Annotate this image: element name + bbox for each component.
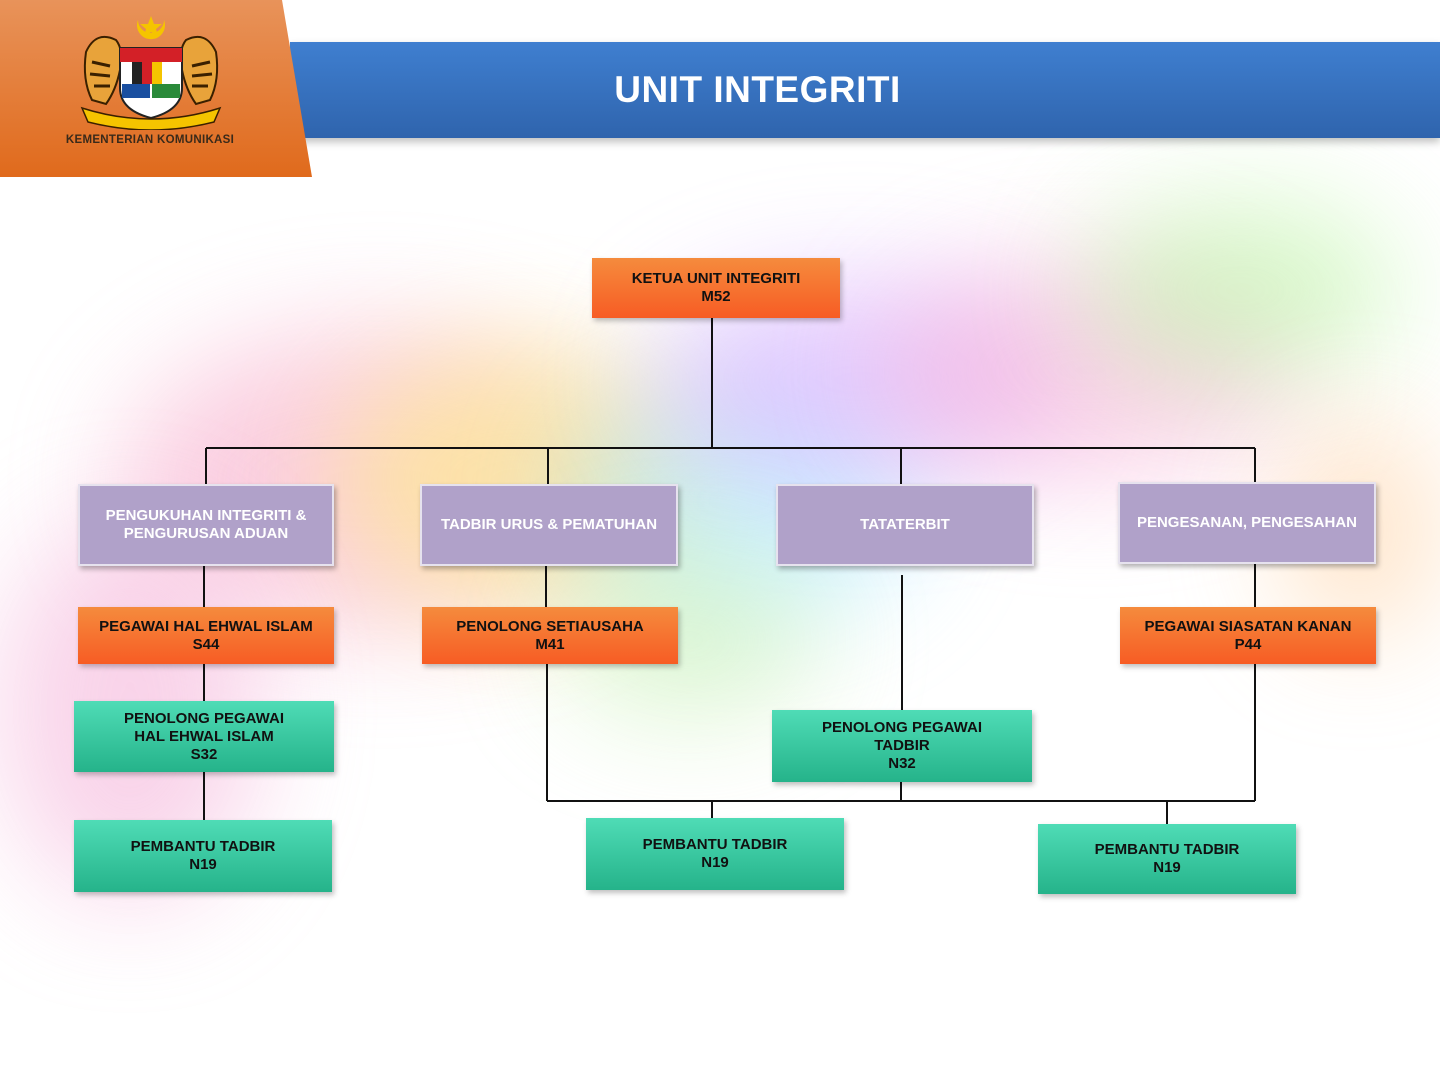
box-title: PENGUKUHAN INTEGRITI & [105,507,307,524]
box-grade: N19 [1153,859,1181,876]
box-grade: S44 [192,635,220,653]
org-box-officer: PEGAWAI SIASATAN KANAN P44 [1120,607,1376,664]
box-grade: N19 [701,854,729,871]
header-bar [290,42,1440,138]
box-title: KETUA UNIT INTEGRITI [631,270,801,287]
box-title: PENGURUSAN ADUAN [123,525,289,542]
box-grade: M52 [701,288,731,305]
box-grade: S32 [190,745,218,763]
org-box-clerk: PEMBANTU TADBIR N19 [586,818,844,890]
org-box-officer: PENOLONG SETIAUSAHA M41 [422,607,678,664]
box-title: HAL EHWAL ISLAM [134,727,274,745]
box-title: PEMBANTU TADBIR [642,836,788,853]
org-box-head: KETUA UNIT INTEGRITI M52 [592,258,840,318]
org-box-division: PENGESANAN, PENGESAHAN [1118,482,1376,564]
box-grade: N32 [888,755,916,772]
org-box-division: TADBIR URUS & PEMATUHAN [420,484,678,566]
box-title: PENOLONG PEGAWAI [821,719,983,736]
org-box-division: TATATERBIT [776,484,1034,566]
malaysia-coat-of-arms-icon [76,12,226,135]
box-title: TADBIR [874,737,930,754]
page-title: UNIT INTEGRITI [614,69,901,110]
ministry-name: KEMENTERIAN KOMUNIKASI [65,134,235,146]
org-box-division: PENGUKUHAN INTEGRITI & PENGURUSAN ADUAN [78,484,334,566]
box-title: PENGESANAN, PENGESAHAN [1136,514,1358,531]
box-title: PEGAWAI HAL EHWAL ISLAM [99,617,313,635]
box-grade: P44 [1234,635,1262,653]
org-box-assistant: PENOLONG PEGAWAI TADBIR N32 [772,710,1032,782]
org-box-clerk: PEMBANTU TADBIR N19 [74,820,332,892]
box-title: PEMBANTU TADBIR [1094,841,1240,858]
box-title: PEMBANTU TADBIR [130,838,276,855]
org-box-officer: PEGAWAI HAL EHWAL ISLAM S44 [78,607,334,664]
box-grade: M41 [535,635,565,653]
box-title: TADBIR URUS & PEMATUHAN [440,516,658,533]
box-title: TATATERBIT [860,516,950,533]
box-title: PENOLONG SETIAUSAHA [456,617,644,635]
org-box-clerk: PEMBANTU TADBIR N19 [1038,824,1296,894]
box-title: PEGAWAI SIASATAN KANAN [1144,617,1352,635]
org-box-assistant: PENOLONG PEGAWAI HAL EHWAL ISLAM S32 [74,701,334,772]
box-grade: N19 [189,856,217,873]
box-title: PENOLONG PEGAWAI [123,709,285,727]
